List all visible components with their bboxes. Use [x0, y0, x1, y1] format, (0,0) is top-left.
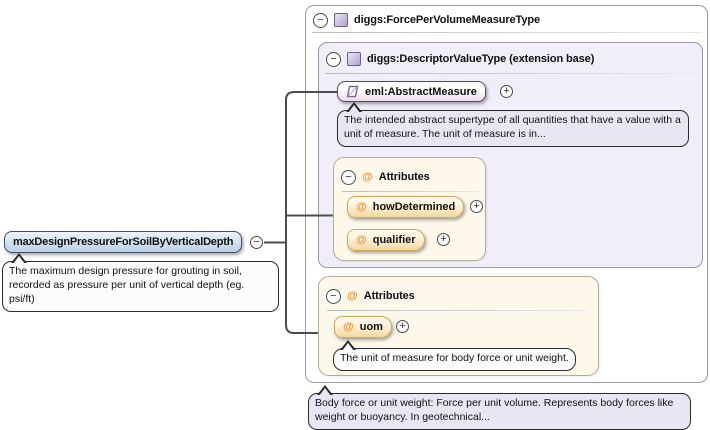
extension-base-title: diggs:DescriptorValueType (extension bas… — [367, 53, 595, 65]
expand-toggle-icon[interactable]: + — [396, 320, 409, 333]
collapse-toggle-icon[interactable]: − — [326, 288, 341, 304]
complextype-icon — [334, 13, 348, 27]
annotation-text: Body force or unit weight: Force per uni… — [315, 397, 674, 423]
attribute-at-icon: @ — [362, 171, 373, 183]
element-label: maxDesignPressureForSoilByVerticalDepth — [13, 236, 234, 248]
attribute-howdetermined[interactable]: @ howDetermined — [347, 196, 465, 218]
attribute-at-icon: @ — [356, 234, 367, 246]
callout-pointer-fill — [348, 105, 360, 113]
annotation-abstractmeasure: The intended abstract supertype of all q… — [337, 102, 689, 147]
callout-pointer-fill — [342, 343, 354, 351]
extension-base-header: − diggs:DescriptorValueType (extension b… — [319, 43, 702, 70]
attribute-at-icon: @ — [347, 290, 358, 302]
attribute-label: uom — [359, 321, 383, 333]
collapse-toggle-icon[interactable]: − — [326, 51, 341, 67]
complextype-icon — [347, 52, 361, 66]
annotation-uom: The unit of measure for body force or un… — [333, 340, 576, 371]
collapse-toggle-icon[interactable]: − — [341, 169, 356, 185]
collapse-toggle-icon[interactable]: − — [313, 12, 328, 28]
divider — [327, 310, 587, 311]
annotation-text: The maximum design pressure for grouting… — [9, 265, 245, 305]
attribute-at-icon: @ — [356, 201, 367, 213]
expand-toggle-icon[interactable]: + — [437, 233, 450, 246]
attribute-qualifier[interactable]: @ qualifier — [347, 229, 425, 251]
annotation-element: The maximum design pressure for grouting… — [2, 253, 279, 312]
attributes-title: Attributes — [378, 171, 430, 183]
collapse-toggle-icon[interactable]: − — [250, 236, 263, 249]
divider — [325, 73, 697, 74]
complextype-header: − diggs:ForcePerVolumeMeasureType — [306, 6, 707, 31]
attributes-header: − @ Attributes — [319, 277, 598, 307]
divider — [342, 191, 479, 192]
annotation-text: The intended abstract supertype of all q… — [344, 114, 681, 140]
element-eml-abstractmeasure[interactable]: eml:AbstractMeasure — [337, 81, 486, 102]
attributes-title: Attributes — [363, 290, 415, 302]
annotation-type: Body force or unit weight: Force per uni… — [308, 385, 691, 430]
complextype-title: diggs:ForcePerVolumeMeasureType — [354, 14, 540, 26]
annotation-text: The unit of measure for body force or un… — [340, 352, 569, 364]
callout-pointer-fill — [319, 388, 331, 396]
attributes-header: − @ Attributes — [334, 158, 485, 188]
attribute-at-icon: @ — [343, 321, 354, 333]
callout-pointer-fill — [13, 256, 25, 264]
abstract-element-icon — [346, 85, 359, 98]
expand-toggle-icon[interactable]: + — [470, 200, 483, 213]
expand-toggle-icon[interactable]: + — [500, 85, 513, 98]
element-maxdesignpressure[interactable]: maxDesignPressureForSoilByVerticalDepth — [4, 231, 243, 253]
attribute-uom[interactable]: @ uom — [334, 316, 392, 338]
element-label: eml:AbstractMeasure — [365, 85, 477, 98]
attribute-label: howDetermined — [372, 201, 456, 213]
attribute-label: qualifier — [372, 234, 416, 246]
divider — [312, 32, 702, 33]
